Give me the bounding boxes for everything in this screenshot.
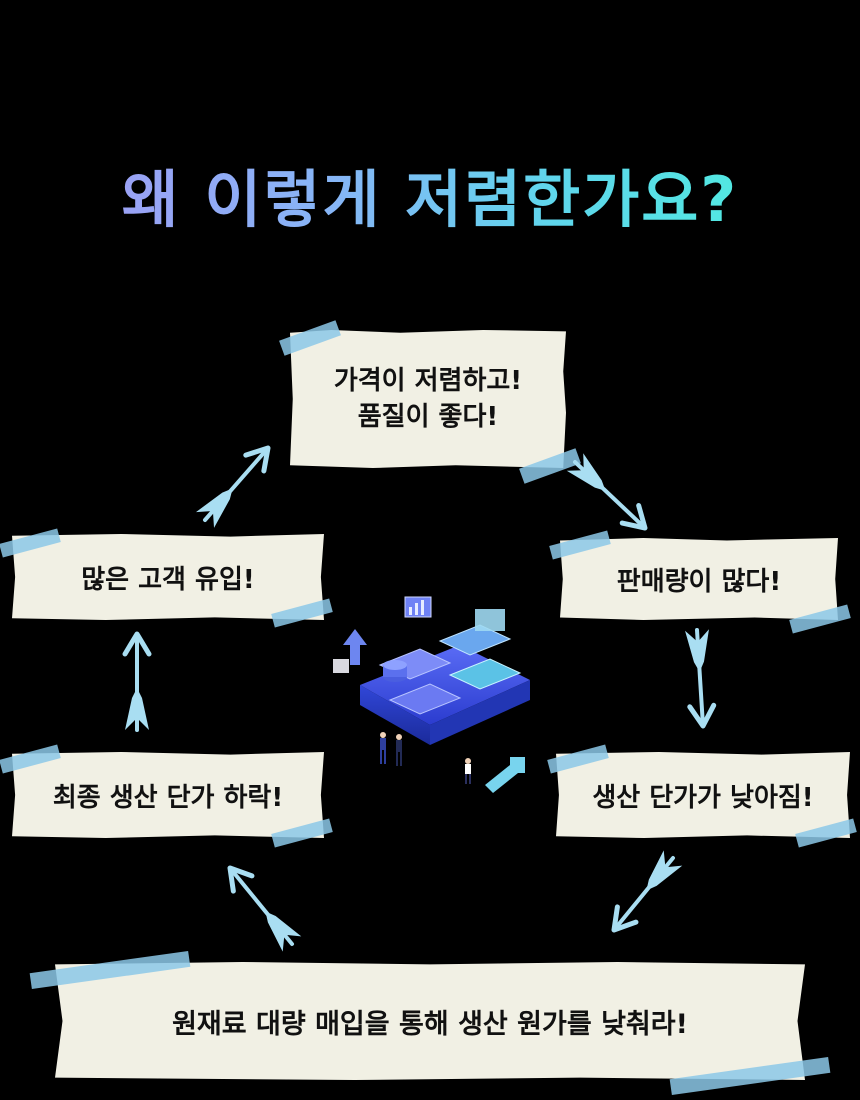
note-top: 가격이 저렴하고! 품질이 좋다!	[290, 330, 566, 468]
arrow-icon	[566, 453, 648, 531]
arrow-icon	[227, 865, 302, 952]
note-left: 많은 고객 유입!	[12, 534, 324, 620]
note-left-text: 많은 고객 유입!	[81, 564, 255, 595]
isometric-platform-illustration	[333, 596, 530, 793]
arrow-icon	[611, 850, 683, 933]
note-right-mid: 생산 단가가 낮아짐!	[556, 752, 850, 838]
note-right-mid-text: 생산 단가가 낮아짐!	[592, 782, 814, 813]
page-title: 왜 이렇게 저렴한가요?	[121, 163, 739, 236]
arrow-icon	[685, 628, 717, 729]
arrow-icon	[195, 445, 271, 528]
note-top-text: 가격이 저렴하고! 품질이 좋다!	[333, 366, 523, 432]
note-left-mid-text: 최종 생산 단가 하락!	[52, 782, 284, 813]
note-bottom: 원재료 대량 매입을 통해 생산 원가를 낮춰라!	[55, 962, 805, 1080]
note-left-mid: 최종 생산 단가 하락!	[12, 752, 324, 838]
arrow-icon	[122, 631, 152, 732]
note-right: 판매량이 많다!	[560, 538, 838, 620]
note-bottom-text: 원재료 대량 매입을 통해 생산 원가를 낮춰라!	[172, 1008, 688, 1040]
note-right-text: 판매량이 많다!	[616, 566, 782, 597]
